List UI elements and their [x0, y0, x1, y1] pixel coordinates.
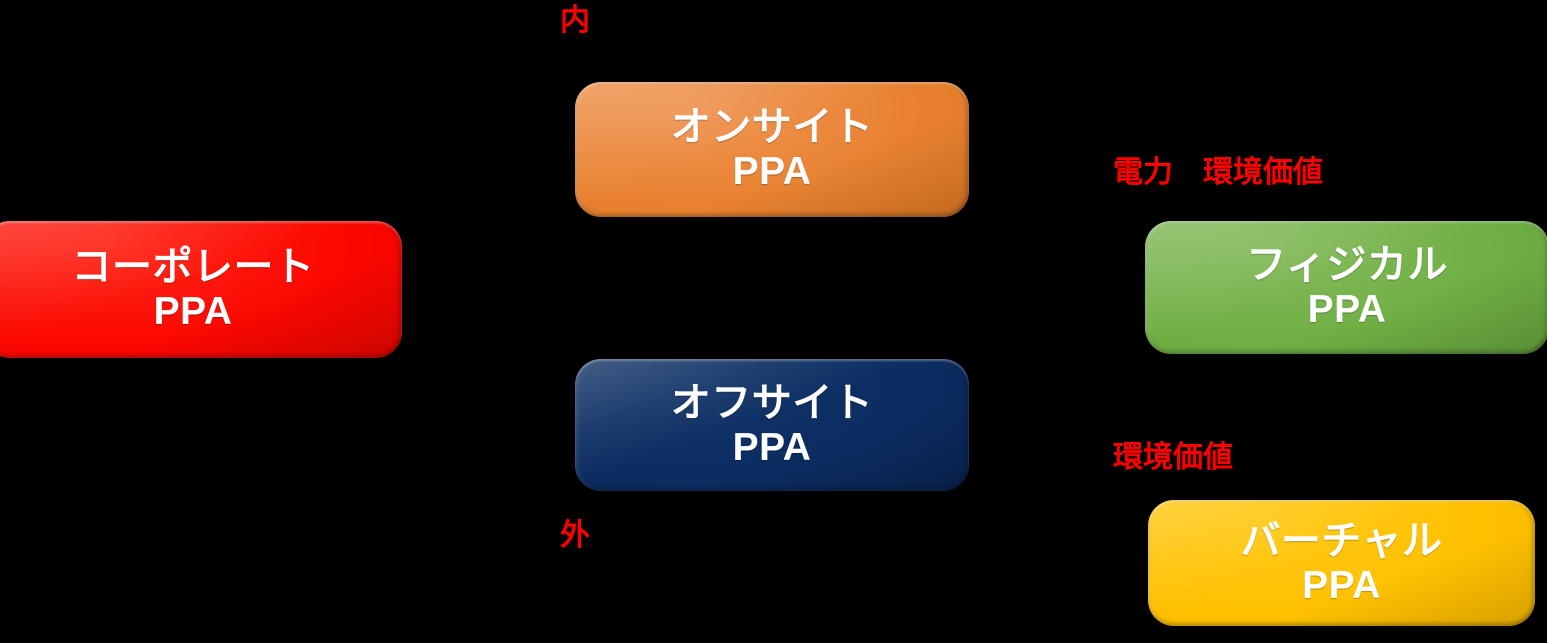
node-physical-ppa[interactable]: フィジカル PPA [1145, 221, 1547, 354]
node-physical-ppa-label-en: PPA [1307, 288, 1387, 332]
node-physical-ppa-label-jp: フィジカル [1246, 243, 1448, 288]
node-corporate-ppa-label-en: PPA [153, 290, 233, 334]
annotation-power-environmental-value: 電力 環境価値 [1113, 156, 1323, 189]
node-virtual-ppa-label-jp: バーチャル [1240, 518, 1443, 563]
annotation-outside: 外 [560, 519, 590, 552]
node-virtual-ppa-label-en: PPA [1302, 563, 1381, 607]
node-offsite-ppa-label-jp: オフサイト [670, 380, 874, 425]
node-offsite-ppa[interactable]: オフサイト PPA [575, 359, 969, 491]
node-onsite-ppa-label-en: PPA [732, 150, 812, 194]
node-corporate-ppa-label-jp: コーポレート [71, 245, 315, 290]
node-corporate-ppa[interactable]: コーポレート PPA [0, 221, 402, 358]
annotation-environmental-value: 環境価値 [1113, 441, 1233, 474]
node-offsite-ppa-label-en: PPA [732, 425, 812, 469]
node-virtual-ppa[interactable]: バーチャル PPA [1148, 500, 1535, 626]
annotation-inside: 内 [560, 4, 590, 37]
node-onsite-ppa-label-jp: オンサイト [670, 105, 874, 150]
node-onsite-ppa[interactable]: オンサイト PPA [575, 82, 969, 217]
